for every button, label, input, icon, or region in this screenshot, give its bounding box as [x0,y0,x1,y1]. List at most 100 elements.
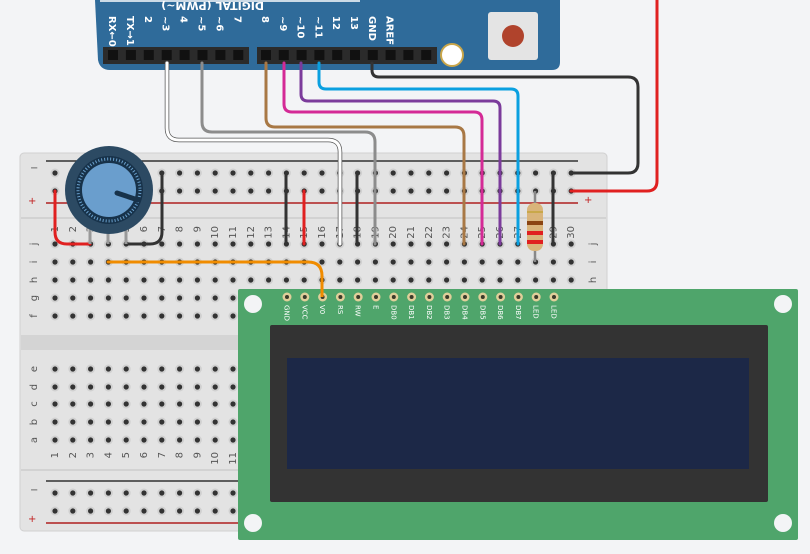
breadboard-hole[interactable] [319,188,325,194]
breadboard-hole[interactable] [177,188,183,194]
arduino-pin[interactable] [350,50,360,60]
breadboard-hole[interactable] [230,366,236,372]
wire-gnd-black[interactable] [370,61,640,175]
breadboard-hole[interactable] [141,313,147,319]
breadboard-hole[interactable] [212,188,218,194]
breadboard-hole[interactable] [177,170,183,176]
breadboard-hole[interactable] [105,277,111,283]
breadboard-hole[interactable] [266,277,272,283]
arduino-pin[interactable] [143,50,154,60]
breadboard-hole[interactable] [70,366,76,372]
breadboard-hole[interactable] [141,437,147,443]
breadboard-hole[interactable] [230,419,236,425]
breadboard-hole[interactable] [177,384,183,390]
breadboard-hole[interactable] [355,259,361,265]
breadboard-hole[interactable] [461,259,467,265]
breadboard-hole[interactable] [123,277,129,283]
breadboard-hole[interactable] [194,490,200,496]
breadboard-hole[interactable] [230,508,236,514]
arduino-pin[interactable] [367,50,378,60]
breadboard-hole[interactable] [355,277,361,283]
breadboard-hole[interactable] [550,277,557,283]
breadboard-hole[interactable] [337,259,343,265]
breadboard-hole[interactable] [212,437,218,443]
jumper-red-pot[interactable] [53,189,92,246]
breadboard-hole[interactable] [319,241,325,247]
breadboard-hole[interactable] [194,401,200,407]
breadboard-hole[interactable] [52,401,58,407]
breadboard-hole[interactable] [105,366,111,372]
breadboard-hole[interactable] [159,366,165,372]
wire-purple[interactable] [299,61,502,246]
breadboard-hole[interactable] [194,241,200,247]
breadboard-hole[interactable] [177,508,183,514]
breadboard-hole[interactable] [212,490,218,496]
breadboard-hole[interactable] [515,277,521,283]
breadboard-hole[interactable] [159,384,165,390]
wire-grey[interactable] [200,61,377,246]
breadboard-hole[interactable] [408,170,414,176]
arduino-pin[interactable] [233,50,244,60]
breadboard-hole[interactable] [70,419,76,425]
breadboard-hole[interactable] [52,259,58,265]
breadboard-hole[interactable] [408,259,414,265]
breadboard-hole[interactable] [194,277,200,283]
arduino-pin[interactable] [385,50,396,60]
breadboard-hole[interactable] [141,384,147,390]
breadboard-hole[interactable] [212,508,218,514]
breadboard-hole[interactable] [426,241,432,247]
breadboard-hole[interactable] [70,437,76,443]
breadboard-hole[interactable] [230,277,236,283]
breadboard-hole[interactable] [52,384,58,390]
breadboard-hole[interactable] [88,490,94,496]
breadboard-hole[interactable] [230,401,236,407]
breadboard-hole[interactable] [390,241,396,247]
breadboard-hole[interactable] [426,170,432,176]
breadboard-hole[interactable] [123,384,129,390]
breadboard-hole[interactable] [70,313,76,319]
breadboard-hole[interactable] [159,313,165,319]
arduino-pin[interactable] [278,50,289,60]
arduino-pin[interactable] [161,50,172,60]
arduino-pin[interactable] [314,50,325,60]
breadboard-hole[interactable] [141,419,147,425]
breadboard-hole[interactable] [550,259,557,265]
breadboard-hole[interactable] [159,490,165,496]
breadboard-hole[interactable] [194,313,200,319]
breadboard-hole[interactable] [461,277,467,283]
breadboard-hole[interactable] [533,277,539,283]
breadboard-hole[interactable] [52,170,58,176]
reset-button-cap[interactable] [502,25,524,47]
breadboard-hole[interactable] [88,313,94,319]
wire-magenta[interactable] [282,61,484,246]
breadboard-hole[interactable] [177,241,183,247]
breadboard-hole[interactable] [123,401,129,407]
breadboard-hole[interactable] [105,295,111,301]
breadboard-hole[interactable] [444,259,450,265]
breadboard-hole[interactable] [88,401,94,407]
breadboard-hole[interactable] [141,277,147,283]
arduino-pin[interactable] [296,50,307,60]
breadboard-hole[interactable] [248,188,254,194]
breadboard-hole[interactable] [444,241,450,247]
breadboard-hole[interactable] [337,277,343,283]
breadboard-hole[interactable] [105,508,111,514]
breadboard-hole[interactable] [301,277,307,283]
breadboard-hole[interactable] [52,419,58,425]
breadboard-hole[interactable] [497,259,503,265]
arduino-pin[interactable] [108,50,118,60]
breadboard-hole[interactable] [105,401,111,407]
breadboard-hole[interactable] [177,419,183,425]
breadboard-hole[interactable] [52,490,58,496]
breadboard-hole[interactable] [177,401,183,407]
breadboard-hole[interactable] [159,401,165,407]
breadboard-hole[interactable] [141,366,147,372]
breadboard-hole[interactable] [177,366,183,372]
arduino-pin[interactable] [332,50,343,60]
breadboard-hole[interactable] [70,384,76,390]
breadboard-hole[interactable] [568,241,574,247]
breadboard-hole[interactable] [177,437,183,443]
breadboard-hole[interactable] [390,259,396,265]
